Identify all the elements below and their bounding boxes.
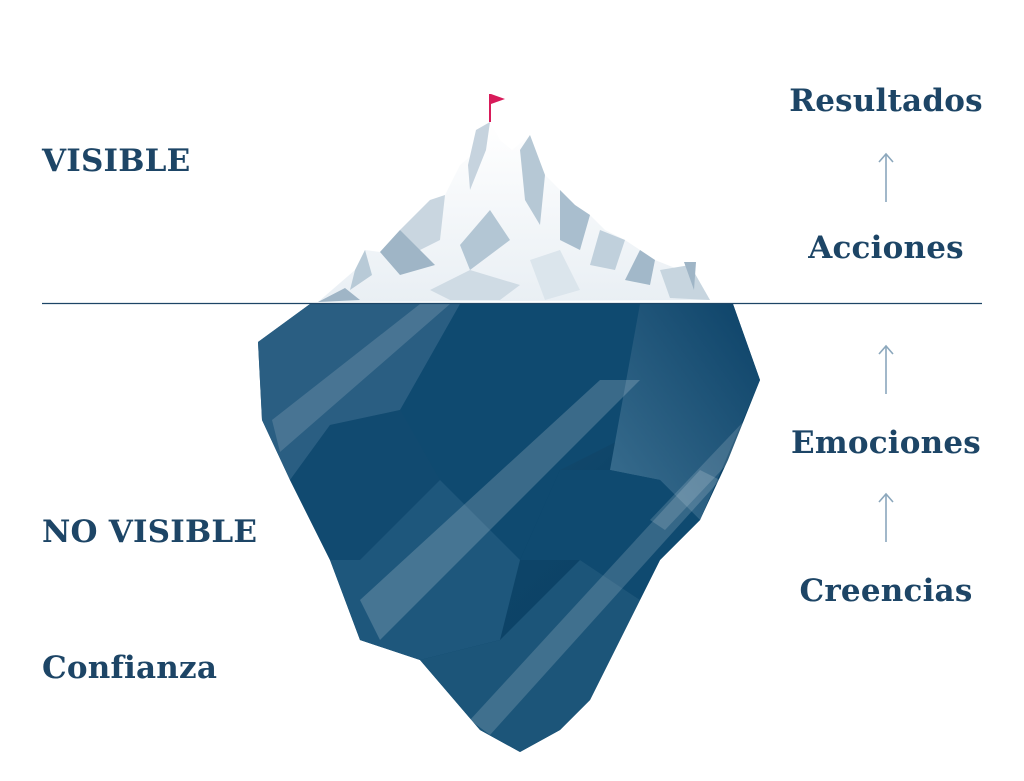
- label-emociones: Emociones: [791, 425, 981, 461]
- label-acciones: Acciones: [808, 230, 964, 266]
- label-resultados: Resultados: [789, 83, 983, 119]
- iceberg-tip: [318, 122, 710, 302]
- label-no-visible: NO VISIBLE: [42, 514, 258, 550]
- arrow-up-icon: [878, 152, 894, 202]
- arrow-up-icon: [878, 492, 894, 542]
- label-creencias: Creencias: [799, 573, 973, 609]
- label-visible: VISIBLE: [42, 143, 191, 179]
- arrow-up-icon: [878, 344, 894, 394]
- label-confianza: Confianza: [42, 650, 218, 686]
- flag-icon: [489, 94, 505, 122]
- iceberg-underwater: [258, 304, 760, 752]
